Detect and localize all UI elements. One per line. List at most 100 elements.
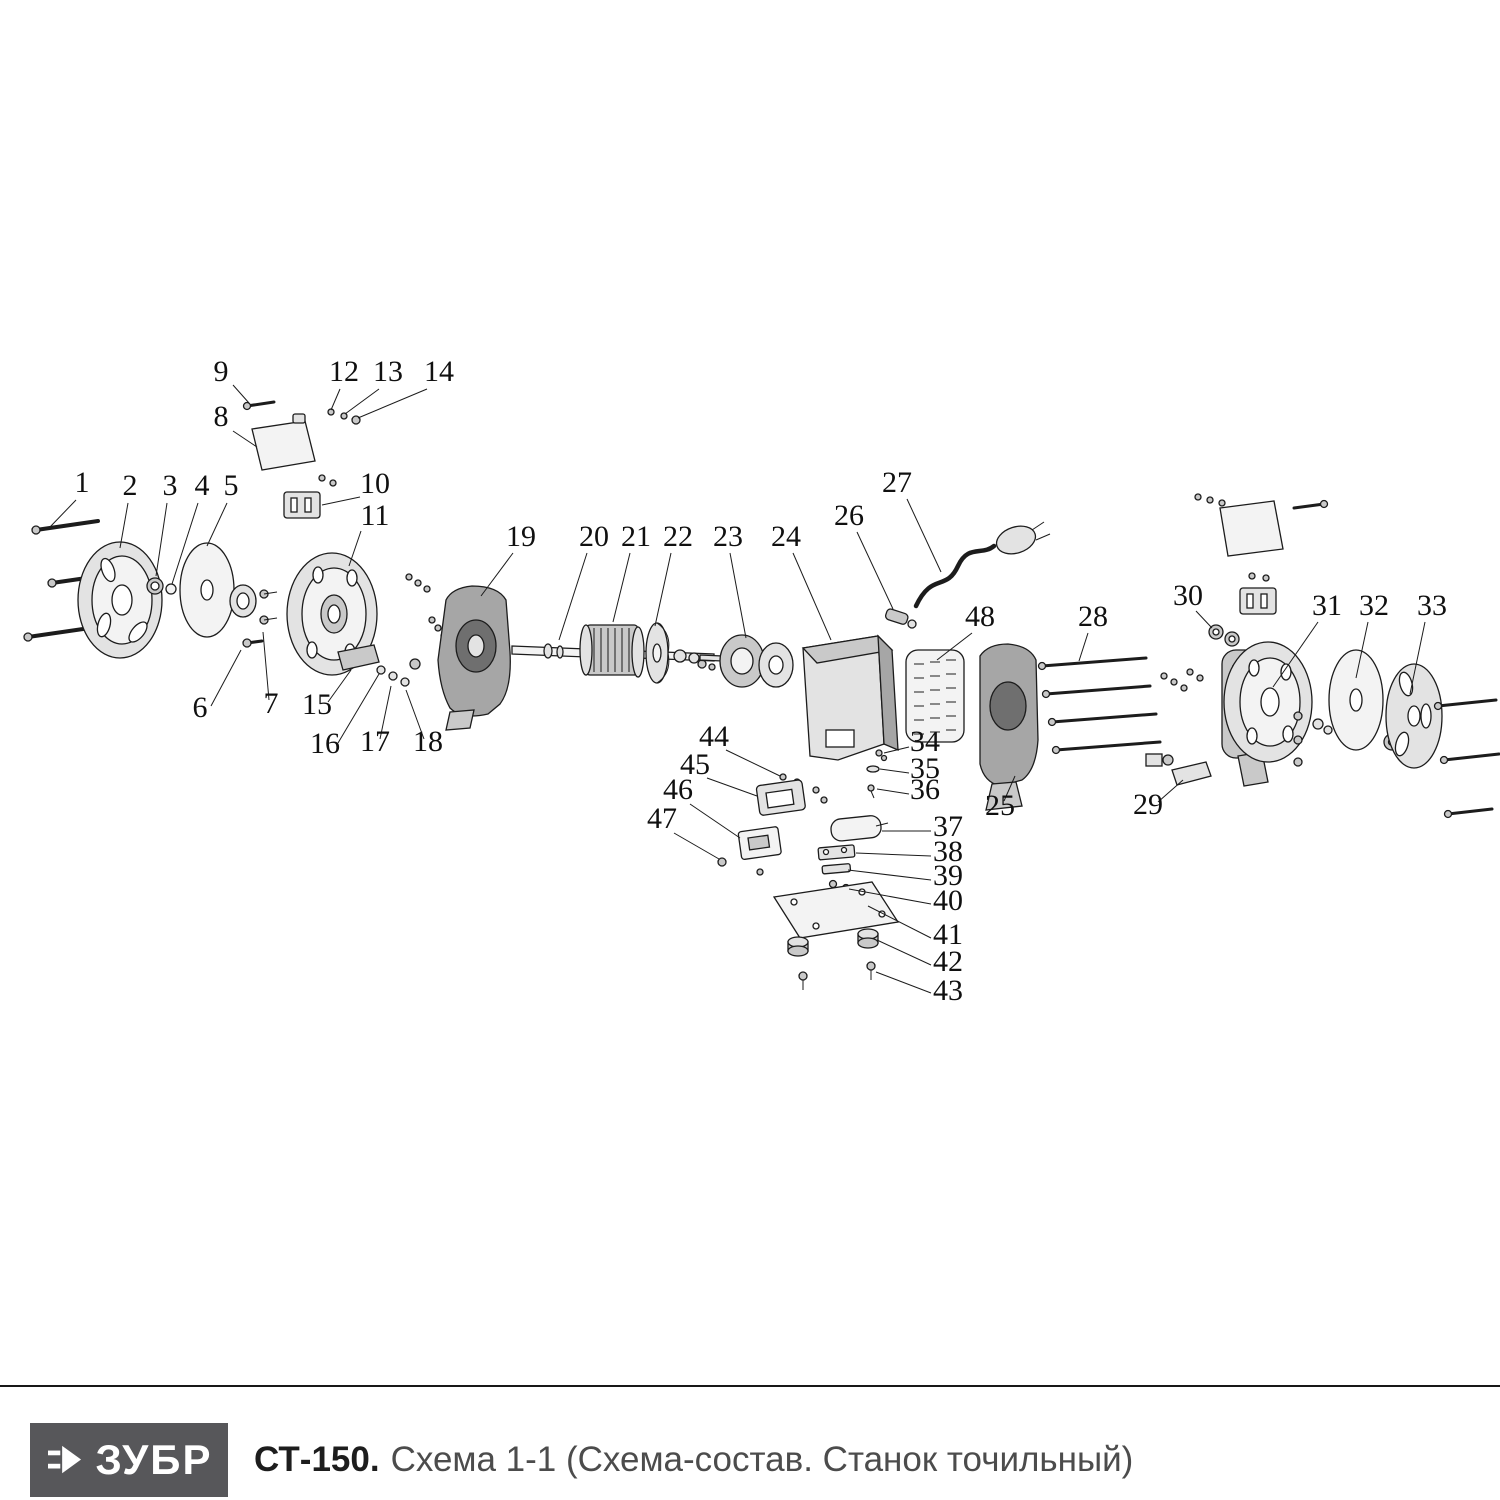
leader-line-29	[1157, 779, 1184, 803]
divider	[0, 1385, 1500, 1387]
leader-line-44	[725, 749, 781, 777]
part-label-35: 35	[910, 752, 940, 785]
part-label-8: 8	[214, 400, 229, 433]
part-label-10: 10	[360, 467, 390, 500]
leader-line-21	[612, 552, 631, 623]
part-label-20: 20	[579, 520, 609, 553]
leader-line-48	[936, 632, 973, 661]
part-label-2: 2	[123, 469, 138, 502]
part-label-12: 12	[329, 355, 359, 388]
leader-line-46	[689, 803, 741, 839]
part-power-cord-plug	[913, 521, 1051, 609]
leader-line-24	[792, 552, 832, 641]
leader-line-9	[232, 384, 250, 404]
part-small-hardware-middle	[866, 749, 883, 799]
part-coupling	[719, 634, 794, 688]
part-rotor	[579, 624, 645, 678]
part-label-37: 37	[933, 810, 963, 843]
zubr-arrow-icon	[48, 1445, 82, 1474]
part-end-shield-right	[979, 643, 1039, 811]
footer: ЗУБР СТ-150. Схема 1-1 (Схема-состав. Ст…	[30, 1423, 1133, 1497]
part-nut-washer-left	[146, 577, 177, 595]
part-through-bolts	[1037, 656, 1162, 755]
leader-line-2	[119, 502, 129, 549]
part-label-43: 43	[933, 974, 963, 1007]
part-label-15: 15	[302, 688, 332, 721]
leader-line-40	[848, 888, 932, 905]
leader-line-16	[337, 673, 380, 744]
part-label-36: 36	[910, 773, 940, 806]
leader-line-12	[330, 388, 341, 411]
leader-line-4	[171, 502, 199, 585]
part-label-45: 45	[680, 748, 710, 781]
leader-line-27	[906, 498, 942, 573]
part-label-39: 39	[933, 859, 963, 892]
leader-line-28	[1078, 632, 1089, 662]
part-outer-cover-right	[1383, 663, 1443, 769]
part-label-17: 17	[360, 725, 390, 758]
leader-line-8	[232, 430, 258, 448]
part-label-25: 25	[985, 789, 1015, 822]
part-label-32: 32	[1359, 589, 1389, 622]
part-label-34: 34	[910, 725, 940, 758]
part-label-28: 28	[1078, 600, 1108, 633]
leader-line-6	[210, 649, 242, 707]
leader-line-5	[206, 502, 228, 547]
leader-line-3	[155, 502, 168, 577]
part-label-21: 21	[621, 520, 651, 553]
part-label-40: 40	[933, 884, 963, 917]
leader-line-7	[262, 631, 270, 701]
part-label-41: 41	[933, 918, 963, 951]
part-label-23: 23	[713, 520, 743, 553]
part-label-4: 4	[195, 469, 210, 502]
leader-line-36	[876, 788, 910, 795]
part-spark-guard-left	[242, 400, 316, 471]
exploded-view-svg: 1234567891011121314151617181920212223242…	[23, 355, 1500, 1007]
part-grinding-wheel-left	[179, 542, 235, 638]
leader-line-45	[706, 777, 758, 797]
leader-line-39	[847, 869, 932, 881]
part-label-11: 11	[361, 499, 390, 532]
part-tool-rest-left	[337, 644, 421, 687]
leader-line-20	[558, 552, 588, 641]
leader-line-26	[856, 531, 894, 610]
leader-line-14	[357, 388, 428, 419]
part-label-29: 29	[1133, 788, 1163, 821]
leader-line-41	[867, 905, 932, 939]
part-label-3: 3	[163, 469, 178, 502]
leader-line-13	[344, 388, 380, 415]
part-label-27: 27	[882, 466, 912, 499]
part-switch-assembly	[717, 773, 806, 876]
part-label-48: 48	[965, 600, 995, 633]
leader-line-43	[875, 971, 932, 994]
part-label-44: 44	[699, 720, 729, 753]
model-number: СТ-150.	[254, 1440, 380, 1479]
part-label-42: 42	[933, 945, 963, 978]
leader-line-19	[480, 552, 514, 597]
part-label-31: 31	[1312, 589, 1342, 622]
part-base-plate	[772, 881, 900, 939]
part-label-14: 14	[424, 355, 454, 388]
part-label-9: 9	[214, 355, 229, 388]
leader-line-23	[729, 552, 747, 639]
part-capacitor	[830, 815, 889, 842]
part-bolts-right	[1433, 698, 1500, 819]
leader-line-47	[673, 832, 720, 860]
part-label-30: 30	[1173, 579, 1203, 612]
leader-line-25	[1003, 775, 1016, 802]
part-label-1: 1	[75, 466, 90, 499]
part-label-46: 46	[663, 773, 693, 806]
part-bracket-left	[283, 408, 361, 519]
zubr-logo: ЗУБР	[30, 1423, 228, 1497]
leader-line-35	[879, 768, 910, 774]
leader-line-32	[1355, 621, 1369, 679]
leader-line-34	[883, 746, 910, 754]
part-label-22: 22	[663, 520, 693, 553]
leader-line-42	[876, 939, 932, 966]
part-label-16: 16	[310, 727, 340, 760]
part-label-24: 24	[771, 520, 801, 553]
part-fan	[645, 622, 700, 684]
